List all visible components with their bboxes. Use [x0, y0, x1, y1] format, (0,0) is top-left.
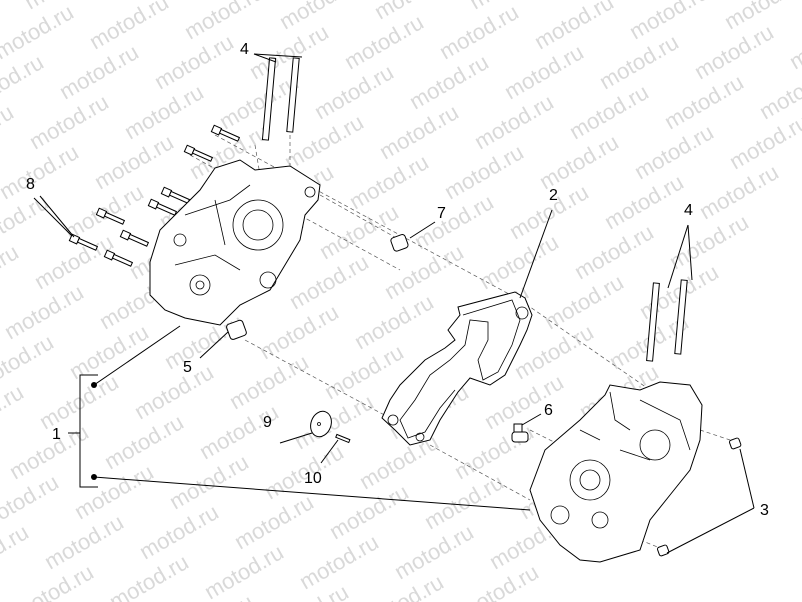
callout-10: 10	[304, 470, 322, 487]
elbow-fitting	[511, 423, 529, 443]
crankcase-gasket	[381, 291, 533, 446]
left-crankcase	[149, 159, 321, 326]
svg-text:motod.ru: motod.ru	[0, 569, 3, 602]
svg-text:motod.ru: motod.ru	[785, 9, 802, 74]
callout-7: 7	[437, 205, 446, 222]
svg-text:motod.ru: motod.ru	[0, 99, 18, 164]
callout-3: 3	[760, 502, 769, 519]
cylinder-studs-top	[261, 57, 300, 141]
callout-4-right: 4	[684, 202, 693, 219]
callout-8: 8	[26, 176, 35, 193]
right-crankcase	[529, 381, 703, 563]
cylinder-studs-right	[646, 279, 688, 362]
callout-9: 9	[263, 414, 272, 431]
svg-text:motod.ru: motod.ru	[0, 519, 33, 584]
leader-lines	[33, 53, 755, 554]
bushing-5	[226, 319, 247, 340]
callout-5: 5	[183, 359, 192, 376]
callout-1: 1	[52, 426, 61, 443]
svg-text:motod.ru: motod.ru	[0, 379, 28, 444]
dowel-pins	[656, 437, 742, 557]
bushing-7	[390, 234, 409, 252]
cover-plate	[310, 410, 332, 438]
svg-text:motod.ru: motod.ru	[0, 239, 23, 304]
screw	[335, 433, 351, 444]
callout-6: 6	[544, 402, 553, 419]
callout-4-top: 4	[240, 41, 249, 58]
crankcase-bolts	[68, 124, 241, 267]
svg-text:motod.ru: motod.ru	[0, 0, 13, 24]
callout-2: 2	[549, 187, 558, 204]
